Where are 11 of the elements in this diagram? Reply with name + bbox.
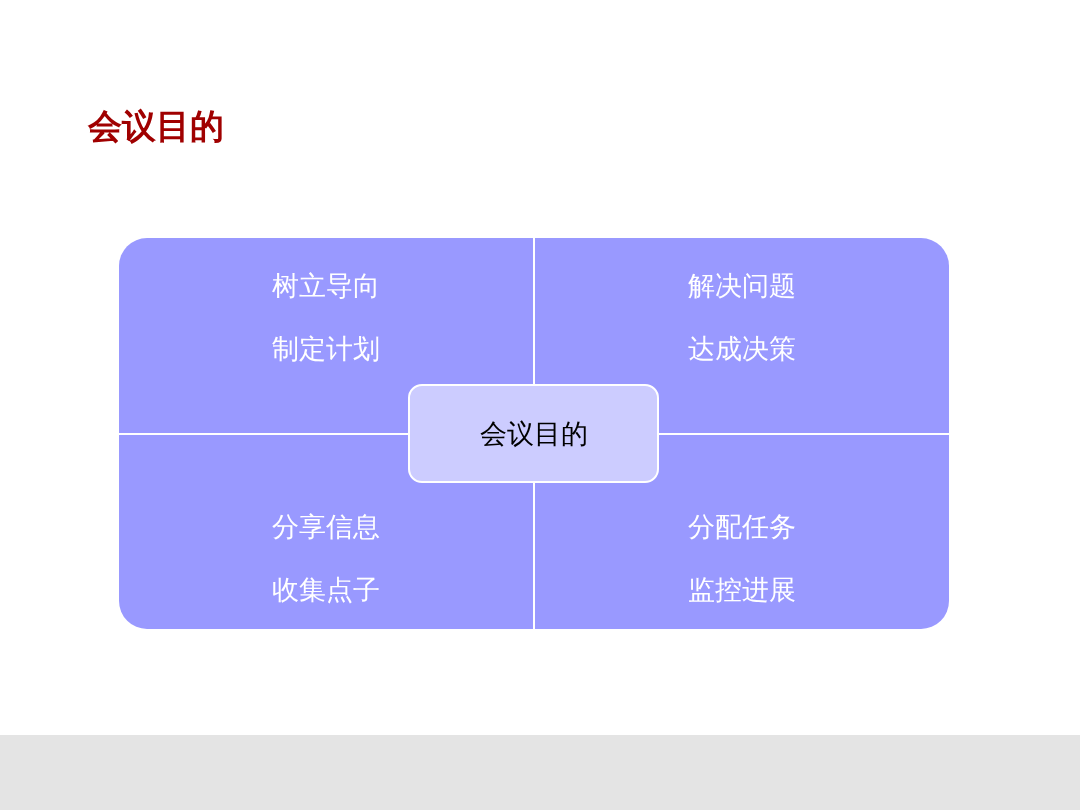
goal-text: 制定计划: [272, 332, 380, 366]
goal-text: 分配任务: [688, 510, 796, 544]
goal-text: 监控进展: [688, 573, 796, 607]
goal-text: 达成决策: [688, 332, 796, 366]
goal-text: 解决问题: [688, 269, 796, 303]
center-label: 会议目的: [479, 416, 588, 451]
goal-text: 收集点子: [272, 573, 380, 607]
goal-text: 树立导向: [272, 269, 380, 303]
slide-title: 会议目的: [88, 105, 224, 148]
center-box: [408, 384, 659, 483]
goal-text: 分享信息: [272, 510, 380, 544]
